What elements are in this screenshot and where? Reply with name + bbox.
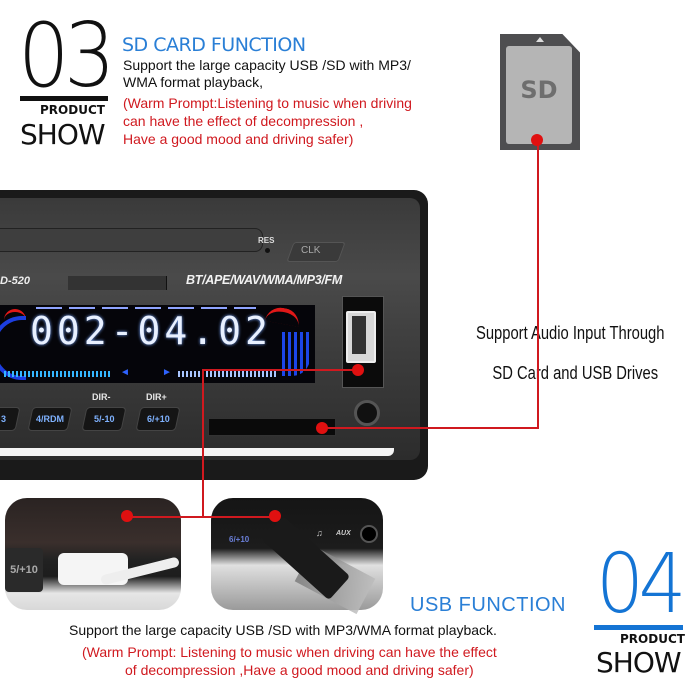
usb-description: Support the large capacity USB /SD with …	[69, 622, 497, 638]
photo1-button: 5/+10	[5, 548, 43, 592]
usb-warm-prompt-line-2: of decompression ,Have a good mood and d…	[125, 662, 474, 678]
usb-function-title: USB FUNCTION	[410, 594, 566, 616]
formats-label: BT/APE/WAV/WMA/MP3/FM	[186, 273, 342, 287]
display-eq-left	[4, 371, 110, 377]
sd-description-line-1: Support the large capacity USB /SD with …	[123, 57, 411, 73]
cd-slot	[0, 228, 263, 252]
callout-line-2: SD Card and USB Drives	[492, 363, 659, 383]
audio-input-callout: Support Audio Input Through SD Card and …	[476, 313, 665, 393]
section-number-04: 04	[596, 537, 686, 632]
sd-card-arrow-icon	[536, 37, 544, 42]
sd-card-label: SD	[520, 76, 558, 104]
display-eq-right	[178, 371, 278, 377]
aux-label: AUX	[336, 530, 351, 537]
sd-card-description: Support the large capacity USB /SD with …	[123, 57, 411, 91]
photo2-marker	[269, 510, 281, 522]
display-arrow-right-icon: ►	[162, 367, 172, 378]
display-blue-arc-left	[0, 316, 26, 380]
preset-button-5-label: 5/-10	[93, 414, 115, 424]
usb-port-marker	[352, 364, 364, 376]
sd-card-marker	[531, 134, 543, 146]
dir-plus-label: DIR+	[146, 392, 167, 402]
sd-card-label-area	[506, 46, 572, 144]
res-label: RES	[258, 236, 275, 245]
chrome-trim	[0, 448, 394, 456]
sd-warm-prompt-line-1: (Warm Prompt:Listening to music when dri…	[123, 95, 412, 111]
sd-slot-marker	[316, 422, 328, 434]
product-label-04: PRODUCT	[620, 632, 685, 646]
sd-warm-prompt: (Warm Prompt:Listening to music when dri…	[123, 94, 412, 148]
display-arrow-left-icon: ◄	[120, 367, 130, 378]
preset-button-4-label: 4/RDM	[35, 414, 64, 424]
section-divider-04	[594, 625, 683, 630]
sd-warm-prompt-line-2: can have the effect of decompression ,	[123, 113, 364, 129]
clk-label: CLK	[301, 245, 321, 256]
section-divider-03	[20, 96, 108, 101]
connector-line-sd-horizontal	[322, 427, 539, 429]
usb-warm-prompt-line-1: (Warm Prompt: Listening to music when dr…	[82, 644, 497, 660]
preset-button-3-label: 3	[1, 414, 7, 424]
ir-window	[68, 276, 167, 290]
section-number-03: 03	[18, 4, 116, 107]
connector-line-usb-vertical	[202, 369, 204, 518]
model-label: D-520	[0, 275, 30, 287]
display-red-arc-left	[4, 309, 26, 320]
show-label-04: SHOW	[596, 646, 682, 679]
preset-button-6-label: 6/+10	[146, 414, 170, 424]
photo2-button-label: 6/+10	[229, 535, 250, 544]
aux-jack[interactable]	[354, 400, 380, 426]
sd-description-line-2: WMA format playback,	[123, 74, 264, 90]
display-digits: 002-04.02	[30, 309, 272, 353]
music-note-icon: ♫	[316, 528, 323, 538]
reset-button[interactable]	[265, 248, 270, 253]
photo1-marker	[121, 510, 133, 522]
connector-line-usb-horizontal	[202, 369, 358, 371]
callout-line-1: Support Audio Input Through	[476, 323, 665, 343]
connector-line-sd-vertical	[537, 140, 539, 429]
preset-button-6-dir-plus[interactable]: 6/+10	[135, 407, 181, 431]
preset-button-4-rdm[interactable]: 4/RDM	[27, 407, 73, 431]
sd-warm-prompt-line-3: Have a good mood and driving safer)	[123, 131, 354, 147]
preset-button-5-dir-minus[interactable]: 5/-10	[81, 407, 127, 431]
dir-minus-label: DIR-	[92, 392, 111, 402]
show-label-03: SHOW	[20, 118, 106, 151]
display-top-segments	[36, 307, 256, 309]
usb-port-contacts	[352, 316, 366, 354]
sd-card-function-title: SD CARD FUNCTION	[122, 34, 306, 56]
photo2-aux-jack	[360, 525, 378, 543]
display-blue-bars-right	[282, 332, 310, 376]
connector-line-photos	[127, 516, 276, 518]
product-label-03: PRODUCT	[40, 103, 105, 117]
